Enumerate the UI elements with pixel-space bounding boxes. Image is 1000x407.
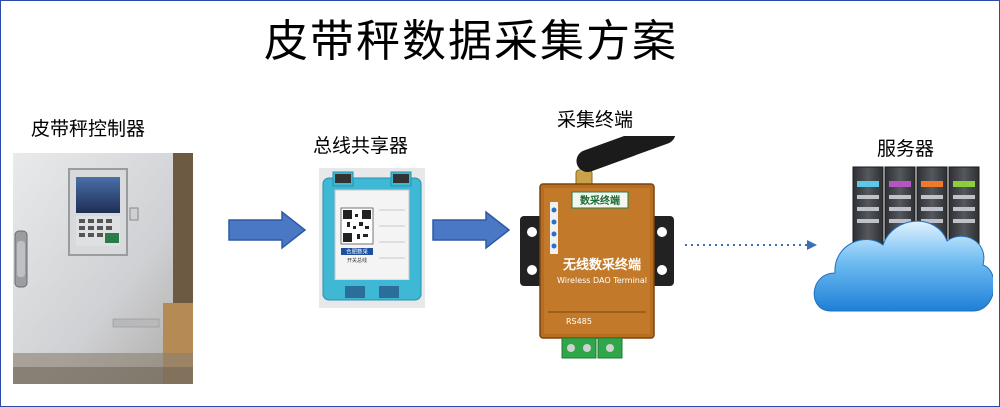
terminal-title-en: Wireless DAO Terminal: [557, 276, 647, 285]
arrow-sharer-to-terminal: [432, 210, 511, 250]
terminal-brand-text: 数采终端: [580, 194, 620, 207]
server-cloud-image: [813, 166, 993, 312]
bus-sharer-image: 合肥数采 开关总线: [319, 168, 425, 308]
arrow-controller-to-sharer: [228, 210, 307, 250]
belt-scale-controller-image: [13, 153, 193, 384]
bus-sharer-label: 总线共享器: [313, 135, 409, 157]
terminal-title-cn: 无线数采终端: [562, 257, 641, 273]
controller-label: 皮带秤控制器: [31, 118, 146, 140]
dotted-link-terminal-to-server: [685, 240, 817, 250]
sharer-brand-text: 合肥数采: [346, 248, 369, 256]
terminal-label: 采集终端: [557, 109, 634, 131]
page-title: 皮带秤数据采集方案: [264, 16, 678, 67]
acquisition-terminal-image: 数采终端 无线数采终端 Wireless DAO Terminal RS485: [520, 136, 676, 359]
sharer-sub-text: 开关总线: [347, 257, 367, 264]
terminal-port-text: RS485: [566, 317, 592, 326]
server-label: 服务器: [877, 138, 935, 160]
